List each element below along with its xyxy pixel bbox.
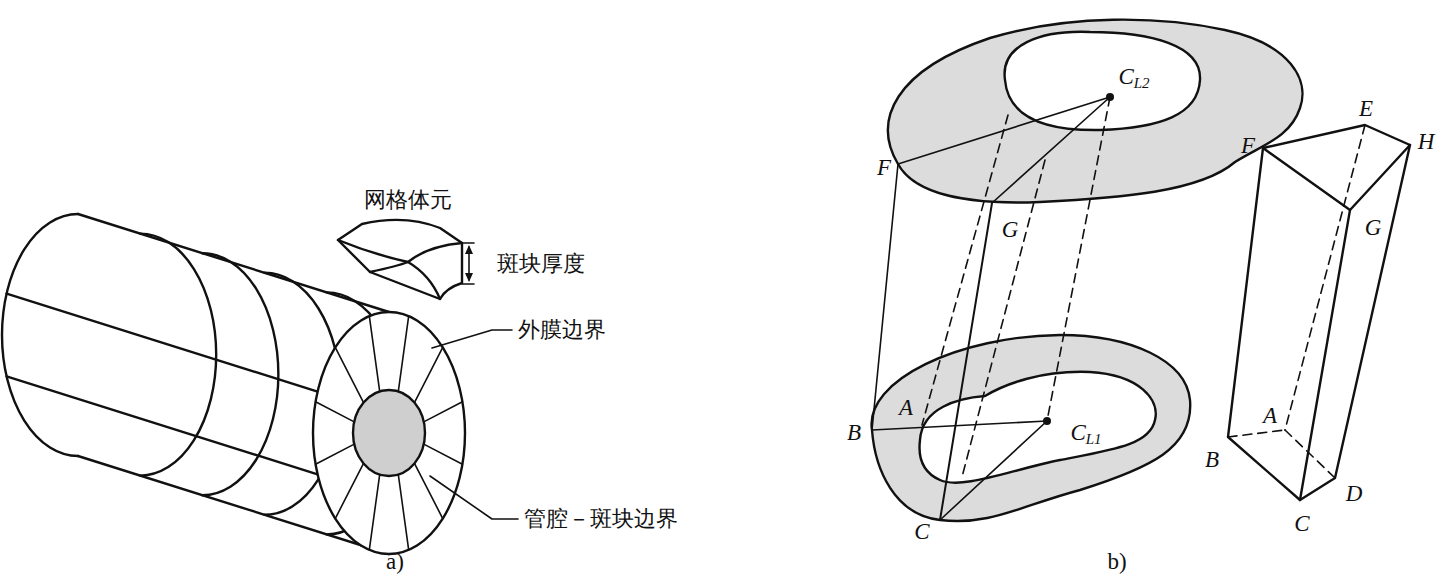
cylinder-line	[414, 347, 442, 402]
point-label: E	[1359, 96, 1373, 121]
point-label: H	[1418, 129, 1435, 154]
cylinder-line	[398, 316, 408, 391]
cylinder-line	[335, 463, 363, 518]
cylinder-line	[335, 347, 363, 402]
cylinder-line	[7, 294, 318, 392]
point-label: A	[1263, 403, 1277, 428]
point-label: A	[899, 395, 913, 420]
cylinder-line	[424, 402, 463, 422]
point-label: C	[1294, 511, 1309, 536]
cylinder-line	[2, 214, 78, 456]
point-label: B	[1205, 447, 1219, 472]
point-label: CL2	[1118, 64, 1149, 92]
boundary-label: 外膜边界	[518, 318, 606, 342]
cylinder-line	[353, 390, 425, 476]
cylinder-line	[369, 475, 379, 550]
cylinder-line	[398, 475, 408, 550]
subfigure-label: b)	[1107, 549, 1126, 574]
point-label: D	[1346, 481, 1363, 506]
cylinder-line	[316, 444, 355, 464]
subfigure-label: a)	[386, 549, 404, 574]
boundary-label: 管腔－斑块边界	[524, 507, 678, 531]
point-label: G	[1365, 215, 1382, 240]
cylinder-line	[313, 312, 465, 554]
point-label: F	[1241, 133, 1255, 158]
cylinder-line	[202, 253, 278, 495]
point-label: G	[1002, 217, 1019, 242]
point-label: B	[847, 420, 861, 445]
point-label: CL1	[1070, 420, 1101, 448]
cylinder-line	[424, 444, 463, 464]
cylinder-line	[140, 234, 216, 476]
cylinder-line	[316, 402, 355, 422]
cylinder-line	[369, 316, 379, 391]
element-label: 网格体元	[364, 188, 452, 212]
thickness-label: 斑块厚度	[497, 252, 585, 276]
cylinder-line	[414, 463, 442, 518]
point-label: F	[877, 155, 891, 180]
point-label: C	[914, 519, 929, 544]
